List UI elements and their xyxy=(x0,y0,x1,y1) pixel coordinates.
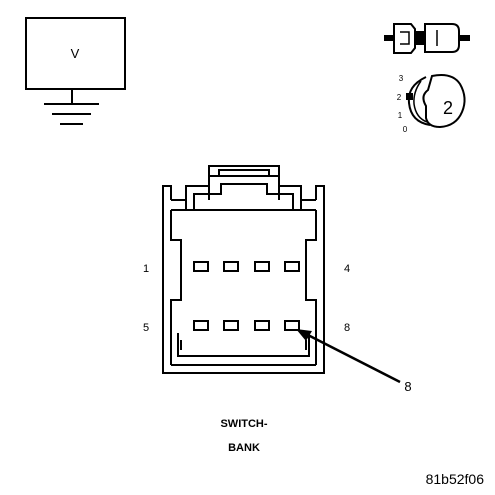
ignition-position-1: 1 xyxy=(398,111,403,120)
connector-name-line2: BANK xyxy=(228,442,260,454)
connector-face xyxy=(162,165,325,374)
pin-label-8: 8 xyxy=(344,322,350,334)
ignition-position-3: 3 xyxy=(399,74,404,83)
ground-icon xyxy=(44,89,99,125)
cavity-3 xyxy=(254,261,270,272)
ignition-selected-position: 2 xyxy=(443,98,453,118)
cavity-6 xyxy=(223,320,239,331)
cavity-2 xyxy=(223,261,239,272)
cavity-1 xyxy=(193,261,209,272)
callout-label: 8 xyxy=(404,379,411,394)
connector-name-line1: SWITCH- xyxy=(220,418,267,430)
ignition-switch-icon: 3 2 1 0 2 xyxy=(397,74,466,134)
key-icon xyxy=(422,74,466,129)
voltmeter-box xyxy=(25,17,126,90)
figure-id: 81b52f06 xyxy=(426,471,485,487)
ignition-position-2: 2 xyxy=(397,93,402,102)
cavity-4 xyxy=(284,261,300,272)
cavity-8 xyxy=(284,320,300,331)
voltmeter-symbol: V xyxy=(25,17,126,125)
voltmeter-label: V xyxy=(71,46,80,61)
cavity-7 xyxy=(254,320,270,331)
connector-cavities-bottom xyxy=(193,320,300,331)
connector-probe-icon xyxy=(384,23,470,54)
pin-label-4: 4 xyxy=(344,263,350,275)
pin-label-1: 1 xyxy=(143,263,149,275)
pin-label-5: 5 xyxy=(143,322,149,334)
cavity-5 xyxy=(193,320,209,331)
ignition-pointer xyxy=(406,93,413,100)
ignition-position-0: 0 xyxy=(403,125,408,134)
connector-cavities-top xyxy=(193,261,300,272)
callout-arrow xyxy=(296,329,401,384)
